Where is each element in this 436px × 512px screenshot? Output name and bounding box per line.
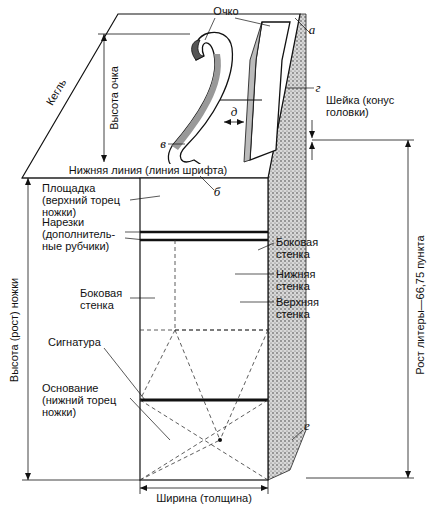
callout-letter: в: [160, 138, 166, 150]
point: [218, 438, 222, 442]
dimension-arrow: [224, 122, 244, 123]
signature-groove: [140, 399, 268, 402]
top-face: [22, 14, 300, 178]
letter-face: [168, 22, 290, 170]
dimension-label: Высота (рост) ножки: [8, 276, 20, 384]
dimension-label: Ширина (толщина): [152, 492, 256, 504]
dimension-label: Рост литеры—66,75 пункта: [414, 233, 426, 376]
dimension-label: Высота очка: [108, 66, 120, 130]
part-name: Боковая стенка: [80, 287, 132, 311]
part-name: Нижняя стенка: [276, 268, 332, 292]
dimension-label: Кегль: [44, 77, 69, 108]
part-name: Очко: [213, 5, 238, 17]
hidden-edges: [140, 240, 268, 480]
groove: [140, 231, 268, 234]
leader-lines: [104, 18, 314, 440]
shank-front: [140, 178, 268, 480]
callout-letter: д: [231, 106, 238, 118]
dimension-lines: [22, 34, 414, 494]
part-name: Шейка (конус головки): [326, 94, 404, 118]
groove: [140, 239, 268, 242]
callout-letter: г: [315, 82, 320, 94]
part-name: Нарезки (дополнитель- ные рубчики): [42, 216, 128, 252]
callout-letter: а: [309, 24, 316, 36]
part-name: Верхняя стенка: [276, 296, 332, 320]
part-name: Площадка (верхний торец ножки): [42, 182, 134, 218]
callout-letter: б: [214, 186, 221, 198]
part-name: Боковая стенка: [276, 236, 332, 260]
part-name: Сигнатура: [48, 336, 101, 348]
part-name: Нижняя линия (линия шрифта): [67, 164, 229, 176]
part-name: Основание (нижний торец ножки): [42, 382, 134, 418]
callout-letter: е: [304, 420, 310, 432]
